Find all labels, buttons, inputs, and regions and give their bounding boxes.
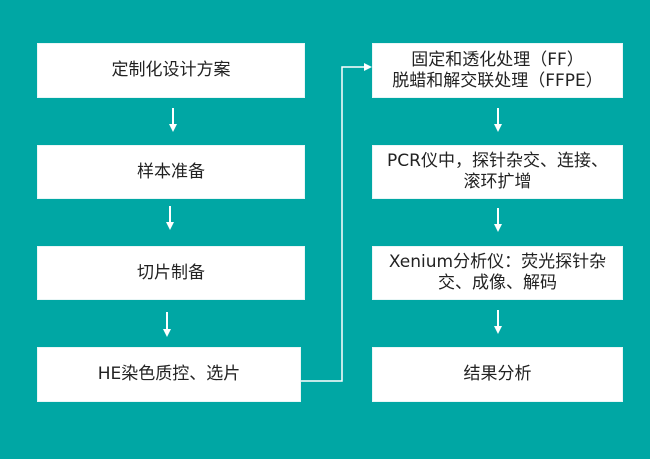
step-pcr-hybridization: PCR仪中，探针杂交、连接、 滚环扩增	[372, 145, 623, 199]
step-label: 结果分析	[463, 364, 532, 384]
step-label-line1: 固定和透化处理（FF）	[411, 49, 584, 70]
step-label: 切片制备	[137, 262, 205, 283]
step-custom-design: 定制化设计方案	[37, 43, 305, 98]
step-fixation: 固定和透化处理（FF） 脱蜡和解交联处理（FFPE）	[372, 43, 623, 98]
step-label-line2: 交、成像、解码	[438, 273, 557, 293]
step-label-line2: 脱蜡和解交联处理（FFPE）	[392, 70, 603, 91]
step-result-analysis: 结果分析	[372, 347, 623, 402]
step-label: 样本准备	[137, 161, 205, 182]
step-label: HE染色质控、选片	[97, 364, 241, 384]
step-xenium-imaging: Xenium分析仪：荧光探针杂 交、成像、解码	[372, 246, 623, 300]
step-label: 定制化设计方案	[111, 60, 231, 80]
step-label-line2: 滚环扩增	[463, 172, 532, 192]
step-label-line1: PCR仪中，探针杂交、连接、	[387, 151, 608, 171]
step-sample-prep: 样本准备	[37, 145, 305, 199]
step-he-qc: HE染色质控、选片	[37, 347, 301, 402]
step-label-line1: Xenium分析仪：荧光探针杂	[388, 252, 607, 272]
arrow-s4-s5	[300, 63, 372, 382]
step-section-prep: 切片制备	[37, 246, 305, 300]
